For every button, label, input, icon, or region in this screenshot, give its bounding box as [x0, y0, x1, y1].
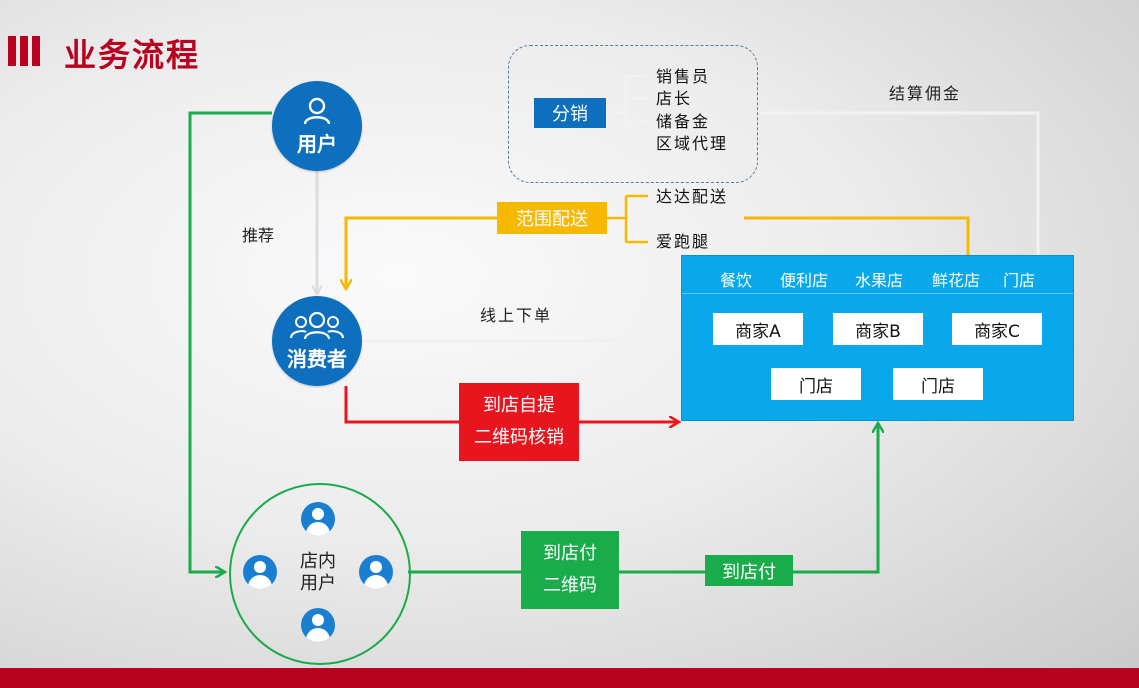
page-title: 业务流程 [64, 36, 201, 74]
user-avatar-icon [301, 502, 335, 536]
user-to-instore-arrow [188, 111, 272, 572]
delivery-label[interactable]: 范围配送 [497, 202, 607, 234]
distribution-role: 销售员 [656, 67, 711, 86]
user-node[interactable]: 用户 [272, 81, 362, 171]
consumer-node[interactable]: 消费者 [272, 296, 362, 386]
instore-users-group[interactable]: 店内 用户 [229, 483, 411, 665]
category-tab[interactable]: 门店 [1003, 271, 1036, 290]
user-node-label: 用户 [297, 131, 337, 156]
title-accent-bars [8, 36, 44, 66]
delivery-bracket [606, 194, 648, 244]
user-avatar-icon [359, 555, 393, 589]
category-tab[interactable]: 便利店 [780, 271, 829, 290]
panel-divider [682, 293, 1073, 294]
distribution-label[interactable]: 分销 [534, 98, 606, 128]
pickup-box[interactable]: 到店自提 二维码核销 [459, 383, 579, 461]
online-order-label: 线上下单 [480, 306, 553, 325]
merchant-box[interactable]: 商家A [713, 313, 803, 345]
user-icon [303, 97, 331, 124]
user-avatar-icon [301, 608, 335, 642]
distribution-bracket [606, 74, 648, 148]
delivery-option: 达达配送 [656, 187, 729, 206]
pay-in-store-label[interactable]: 到店付 [705, 555, 793, 586]
pay-qr-line-1: 到店付 [543, 543, 597, 564]
user-avatar-icon [243, 555, 277, 589]
distribution-role: 储备金 [656, 112, 711, 131]
distribution-role: 店长 [656, 89, 693, 108]
recommend-label: 推荐 [242, 226, 275, 245]
category-tab[interactable]: 餐饮 [720, 271, 753, 290]
distribution-role: 区域代理 [656, 134, 729, 153]
delivery-to-panel-line [744, 216, 970, 255]
pay-qr-box[interactable]: 到店付 二维码 [521, 531, 619, 609]
pickup-line-2: 二维码核销 [474, 427, 564, 448]
footer-bar [0, 668, 1139, 688]
category-tab[interactable]: 水果店 [855, 271, 904, 290]
delivery-arrow [346, 216, 497, 288]
category-tab[interactable]: 鲜花店 [932, 271, 981, 290]
pay-qr-line-2: 二维码 [543, 575, 597, 596]
delivery-option: 爱跑腿 [656, 232, 711, 251]
pickup-line-1: 到店自提 [483, 395, 555, 416]
merchant-box[interactable]: 商家C [952, 313, 1042, 345]
instore-users-label: 店内 用户 [300, 551, 336, 594]
store-box[interactable]: 门店 [893, 368, 983, 400]
group-users-icon [290, 311, 344, 339]
consumer-node-label: 消费者 [287, 346, 347, 371]
store-box[interactable]: 门店 [771, 368, 861, 400]
commission-line [760, 111, 1040, 255]
merchant-panel: 餐饮 便利店 水果店 鲜花店 门店 商家A 商家B 商家C 门店 门店 [681, 255, 1074, 421]
merchant-box[interactable]: 商家B [833, 313, 923, 345]
commission-label: 结算佣金 [889, 84, 962, 103]
distribution-group [508, 45, 758, 183]
